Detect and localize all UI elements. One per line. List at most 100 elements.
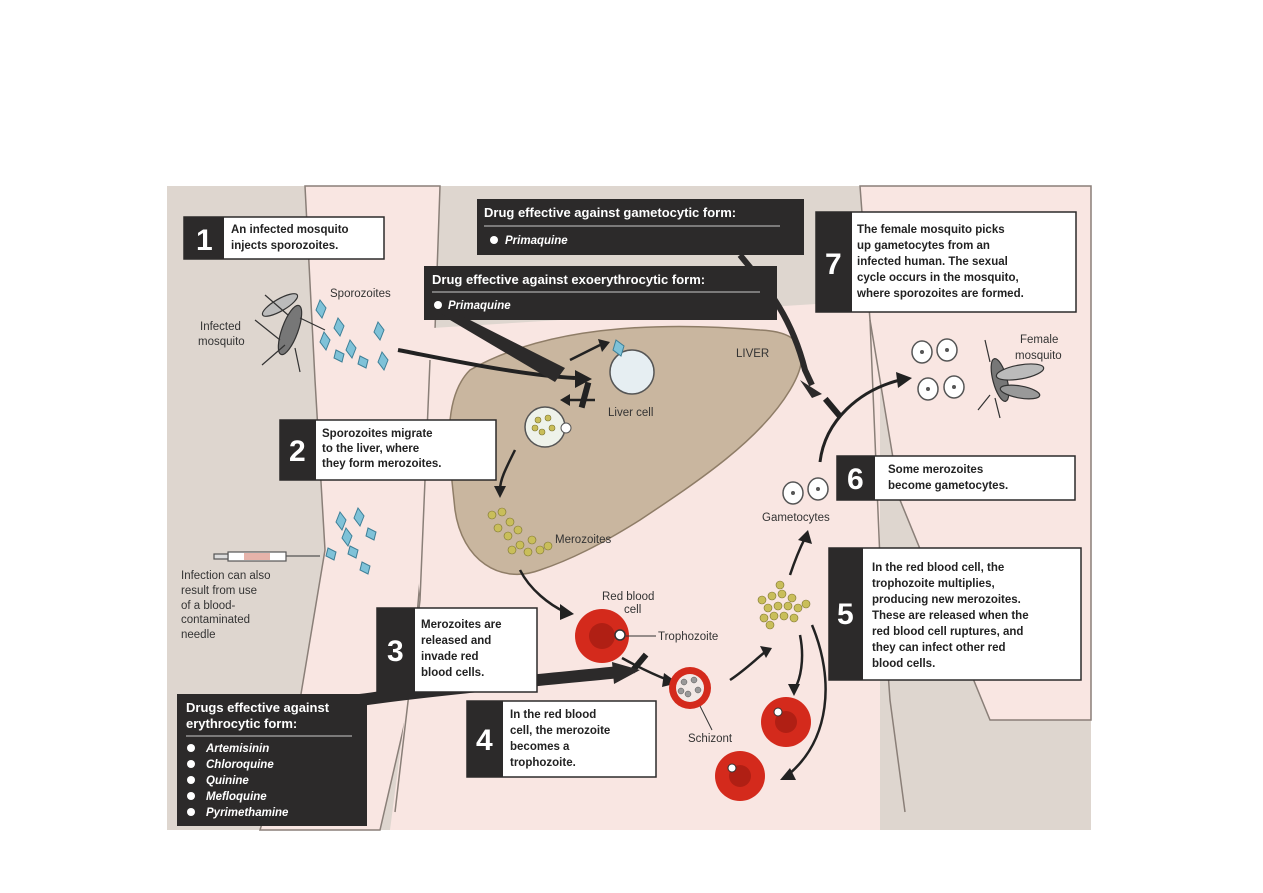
drug-erythrocytic-item: Mefloquine: [206, 791, 267, 803]
step-5-number: 5: [837, 598, 854, 631]
drug-erythrocytic-item: Chloroquine: [206, 759, 274, 771]
arrow-head-2: [598, 339, 610, 352]
step-3-line: Merozoites are: [421, 619, 502, 631]
step-4-line: becomes a: [510, 741, 570, 753]
schizont-label: Schizont: [688, 733, 733, 745]
step-4-line: cell, the merozoite: [510, 725, 610, 737]
block-erythrocytic: [629, 652, 649, 674]
arrow-head-5: [560, 604, 574, 620]
drug-exoerythrocytic-item: Primaquine: [448, 300, 511, 312]
step-2-line: they form merozoites.: [322, 458, 442, 470]
red-blood-cell-label-1: Red blood: [602, 591, 654, 603]
step-5-line: producing new merozoites.: [872, 594, 1021, 606]
sporozoites-label: Sporozoites: [330, 288, 391, 300]
step-6-line: become gametocytes.: [888, 480, 1008, 492]
block-gametocytic: [822, 396, 844, 420]
needle-sporozoites: [325, 506, 377, 575]
step-4-line: trophozoite.: [510, 757, 576, 769]
step-1-line: injects sporozoites.: [231, 240, 338, 252]
arrow-head-7: [760, 646, 772, 658]
new-rbc-2-ring: [727, 763, 737, 773]
step-2-line: to the liver, where: [322, 443, 419, 455]
syringe-icon: [213, 551, 320, 562]
drug-gametocytic-item: Primaquine: [505, 235, 568, 247]
step-box-3: 3 Merozoites are released and invade red…: [376, 607, 538, 693]
merozoites-in-liver-cell: [531, 414, 556, 436]
step-box-6: 6 Some merozoites become gametocytes.: [836, 455, 1076, 501]
step-4-line: In the red blood: [510, 709, 596, 721]
needle-note-line: of a blood-: [181, 600, 236, 612]
trophozoite-label: Trophozoite: [658, 631, 718, 643]
step-7-line: infected human. The sexual: [857, 256, 1008, 268]
step-3-line: invade red: [421, 651, 479, 663]
arrow-head-3: [560, 394, 570, 406]
arrow-head-4: [494, 486, 506, 498]
step-box-7: 7 The female mosquito picks up gametocyt…: [815, 211, 1077, 313]
arrow-to-new-rbc-2: [787, 624, 827, 776]
arrow-head-8: [798, 530, 812, 544]
step-box-1: 1 An infected mosquito injects sporozoit…: [183, 216, 385, 260]
step-5-line: In the red blood cell, the: [872, 562, 1004, 574]
merozoites-cluster: [487, 507, 553, 557]
liver-cell-nucleus: [560, 422, 572, 434]
step-5-line: red blood cell ruptures, and: [872, 626, 1023, 638]
step-2-number: 2: [289, 435, 306, 468]
schizont-merozoites: [677, 676, 702, 698]
needle-note-line: Infection can also: [181, 570, 271, 582]
liver-cell-2: [524, 406, 566, 448]
drug-box-exoerythrocytic-title: Drug effective against exoerythrocytic f…: [432, 272, 705, 287]
step-1-line: An infected mosquito: [231, 224, 349, 236]
block-exoerythrocytic: [578, 381, 592, 409]
infected-mosquito-icon: [254, 293, 326, 373]
drug-box-exoerythrocytic: Drug effective against exoerythrocytic f…: [424, 266, 777, 382]
erythrocytic-bullets: [187, 744, 195, 816]
step-box-2: 2 Sporozoites migrate to the liver, wher…: [279, 419, 497, 481]
arrow-head-10: [780, 768, 796, 780]
step-box-4: 4 In the red blood cell, the merozoite b…: [466, 700, 657, 778]
step-5-line: they can infect other red: [872, 642, 1006, 654]
step-4-number: 4: [476, 724, 493, 757]
arrow-head-9: [788, 684, 800, 696]
step-7-number: 7: [825, 248, 842, 281]
drug-box-gametocytic: Drug effective against gametocytic form:…: [477, 199, 822, 398]
needle-note-line: needle: [181, 629, 216, 641]
infected-mosquito-label-1: Infected: [200, 321, 241, 333]
arrow-schizont-to-rupture: [729, 651, 766, 682]
drug-box-gametocytic-title: Drug effective against gametocytic form:: [484, 205, 736, 220]
arrow-to-liver-cell: [569, 343, 601, 362]
mosquito-gametocyte-nuclei: [920, 348, 956, 391]
step-7-line: cycle occurs in the mosquito,: [857, 272, 1019, 284]
new-rbc-1-ring: [773, 707, 783, 717]
step-6-number: 6: [847, 463, 864, 496]
sporozoite-in-cell: [612, 339, 625, 357]
drug-erythrocytic-item: Quinine: [206, 775, 249, 787]
liver-cell-label: Liver cell: [608, 407, 653, 419]
drug-box-erythrocytic: Drugs effective against erythrocytic for…: [177, 662, 640, 826]
step-5-line: blood cells.: [872, 658, 935, 670]
red-blood-cell-label-2: cell: [624, 604, 641, 616]
needle-note-line: result from use: [181, 585, 257, 597]
step-1-number: 1: [196, 224, 213, 257]
drug-box-erythrocytic-title-2: erythrocytic form:: [186, 716, 297, 731]
step-3-number: 3: [387, 635, 404, 668]
step-7-line: up gametocytes from an: [857, 240, 990, 252]
gametocytes-label: Gametocytes: [762, 512, 830, 524]
gametocyte-nuclei: [791, 487, 820, 495]
merozoites-label: Merozoites: [555, 534, 611, 546]
female-mosquito-label-1: Female: [1020, 334, 1058, 346]
arrow-gametocytes-to-mosquito: [818, 378, 901, 463]
drug-erythrocytic-item: Artemisinin: [205, 743, 269, 755]
trophozoite-ring: [614, 629, 626, 641]
rupturing-cell-merozoites: [757, 580, 811, 630]
step-7-line: where sporozoites are formed.: [856, 288, 1024, 300]
needle-note: Infection can also result from use of a …: [181, 570, 271, 641]
arrow-head-1: [575, 370, 592, 388]
arrow-head-11: [896, 372, 912, 388]
new-rbc-1-center: [775, 711, 797, 733]
liver-cell-1: [609, 349, 655, 395]
step-3-line: blood cells.: [421, 667, 484, 679]
female-mosquito-label-2: mosquito: [1015, 350, 1062, 362]
step-box-5: 5 In the red blood cell, the trophozoite…: [828, 547, 1082, 681]
liver: [448, 325, 803, 575]
